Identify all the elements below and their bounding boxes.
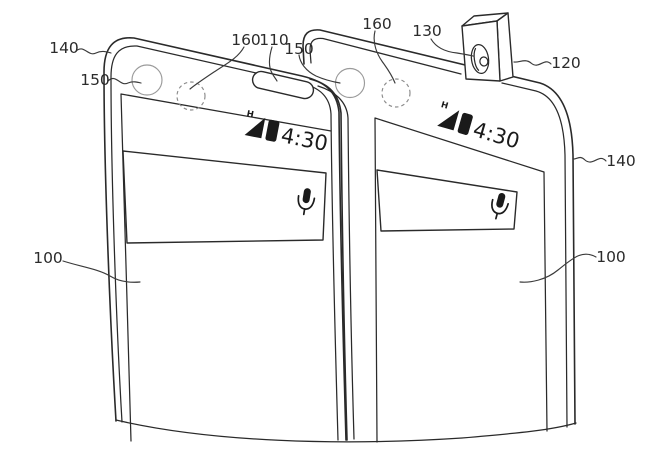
- right-phone-corner-outer: [302, 29, 576, 425]
- leader-100-right: [519, 253, 597, 283]
- front-camera-circle: [131, 64, 163, 96]
- right-phone-corner-inner: [309, 37, 568, 428]
- right-phone: H 4:30: [302, 12, 576, 443]
- signal-icon: [437, 110, 460, 131]
- left-phone-inner-edge: [110, 45, 339, 441]
- receiver-speaker: [251, 70, 315, 100]
- right-phone-left-edge: [309, 78, 348, 441]
- sensor-dashed-circle: [381, 78, 411, 108]
- leader-150-left: [107, 77, 142, 85]
- leader-110: [268, 46, 278, 82]
- mic-icon: [491, 192, 509, 220]
- camera-lens: [470, 43, 490, 75]
- leader-150-right: [298, 54, 341, 84]
- leader-120: [513, 60, 552, 66]
- sensor-dashed-circle: [176, 81, 206, 111]
- right-phone-screen-edge: [374, 117, 548, 443]
- ref-label-110: 110: [259, 31, 289, 49]
- left-status-bar: H 4:30: [244, 109, 330, 156]
- network-type-label: H: [246, 109, 255, 120]
- phone-bottom-break-line: [115, 419, 577, 443]
- annotations: 140 150 160 110 150 160 130 120 140 100 …: [33, 15, 636, 283]
- ref-label-100-right: 100: [596, 248, 626, 266]
- ref-label-130: 130: [412, 22, 442, 40]
- ref-label-150-left: 150: [80, 71, 110, 89]
- right-phone-left-edge-inner: [317, 85, 355, 440]
- left-phone-outer-edge: [103, 37, 347, 441]
- time-label: 4:30: [279, 123, 330, 156]
- front-camera-circle: [334, 67, 366, 99]
- leader-100-left: [62, 260, 141, 283]
- ref-label-140-right: 140: [606, 152, 636, 170]
- battery-icon: [457, 112, 473, 135]
- ref-label-120: 120: [551, 54, 581, 72]
- mic-icon: [297, 188, 316, 216]
- right-search-bar: [376, 169, 518, 232]
- signal-icon: [244, 117, 266, 139]
- battery-icon: [265, 119, 280, 142]
- ref-label-100-left: 100: [33, 249, 63, 267]
- left-phone: H 4:30: [103, 37, 347, 442]
- leader-160-right: [373, 30, 396, 84]
- module-front-face: [461, 20, 501, 82]
- ref-label-160-right: 160: [362, 15, 392, 33]
- right-phone-body-fill: [343, 41, 575, 440]
- popup-camera-module: [461, 12, 514, 82]
- network-type-label: H: [440, 100, 450, 112]
- leader-130: [430, 38, 474, 57]
- left-search-bar: [122, 150, 327, 244]
- leader-140-right: [573, 156, 607, 163]
- left-phone-screen-edge: [120, 93, 332, 442]
- ref-label-140-left: 140: [49, 39, 79, 57]
- leader-140-left: [75, 48, 112, 55]
- leader-160-left: [189, 46, 245, 90]
- ref-label-150-right: 150: [284, 40, 314, 58]
- ref-label-160-left: 160: [231, 31, 261, 49]
